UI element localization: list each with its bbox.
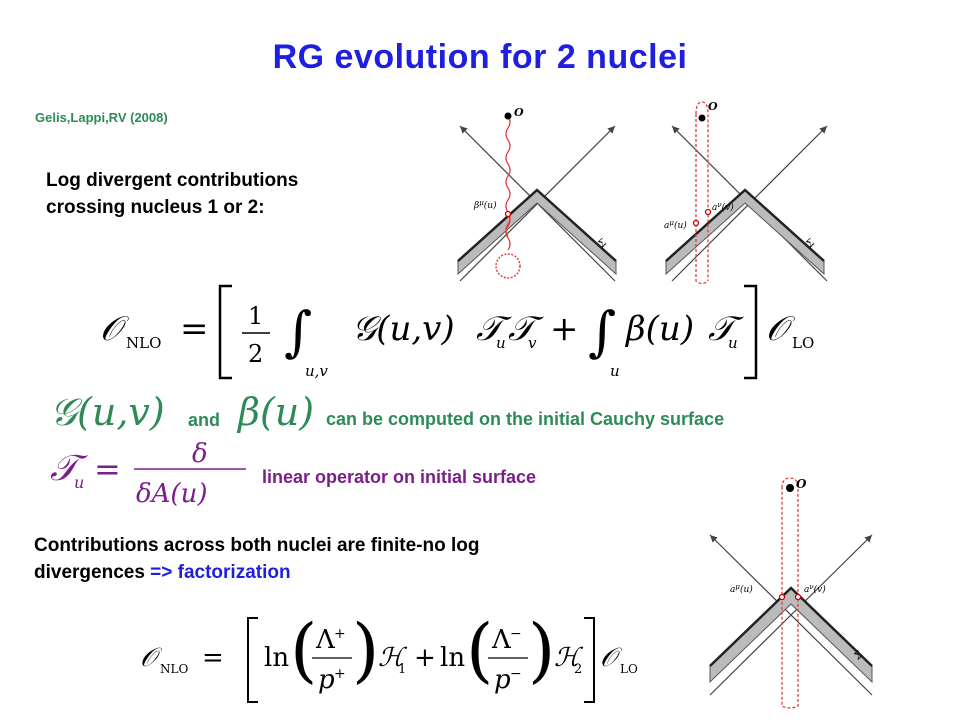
factorization-text: => factorization (150, 562, 291, 583)
surface-vertex-u (692, 219, 700, 227)
diagram-a-loop: O aν(v) aμ(u) Σ (664, 100, 828, 285)
eq1-lhs: 𝒪 (100, 309, 129, 349)
diagram-beta-loop: O βμ(u) Σ (457, 106, 617, 282)
surface-vertex-v (704, 208, 712, 216)
Tu-definition: 𝒯 u = δ δA(u) (50, 439, 246, 509)
cauchy-surface-shape (665, 189, 825, 276)
cauchy-surface-shape (709, 587, 873, 684)
eq1-Tu2-sub: u (728, 334, 738, 352)
eq2-lhs-sub: NLO (160, 662, 188, 676)
cauchy-surface-edge (709, 586, 873, 667)
label-a-v: aν(v) (804, 583, 826, 595)
Tu-equals: = (94, 450, 121, 488)
eq2-ln-2: ln (440, 643, 465, 673)
cauchy-surface-edge (457, 188, 617, 262)
eq2-rhs-sub: LO (620, 662, 638, 676)
eq2-paren-close-2: ) (528, 612, 555, 691)
eq2-lambda-minus: Λ (491, 625, 512, 655)
eq1-Tu: 𝒯 (476, 309, 512, 349)
beta-symbol: β(u) (238, 390, 315, 434)
label-a-v: aν(v) (712, 201, 734, 213)
eq1-G: 𝒢(u,v) (352, 309, 455, 349)
eq2-p-plus: p (318, 665, 335, 695)
eq2-p-plus-sup: + (334, 666, 346, 682)
eq1-Tv: 𝒯 (508, 309, 544, 349)
eq2-paren-close-1: ) (352, 612, 379, 691)
eq2-bracket-right (584, 617, 595, 703)
Tu-den: δA(u) (136, 479, 207, 509)
finite-line-1: Contributions across both nuclei are fin… (34, 535, 480, 556)
label-a-u: aμ(u) (664, 219, 687, 231)
eq2-H2-sub: 2 (574, 662, 582, 677)
eq1-plus: + (550, 309, 579, 349)
and-label: and (188, 410, 221, 430)
eq2-paren-open-1: ( (290, 612, 317, 691)
eq1-rhs-sub: LO (792, 334, 814, 352)
Tu-num: δ (192, 439, 208, 469)
diagram-factorization: O aν(v) aμ(u) Σ (709, 477, 873, 709)
surface-vertex-u (778, 593, 786, 601)
Tu-lhs-sub: u (74, 473, 84, 492)
surface-vertex (504, 210, 512, 218)
loop-propagator (781, 477, 799, 709)
operator-vertex (504, 112, 512, 120)
eq1-half-num: 1 (248, 302, 263, 330)
intro-line-2: crossing nucleus 1 or 2: (46, 197, 265, 218)
eq1-beta: β(u) (624, 309, 694, 349)
eq1-Tv-sub: v (528, 334, 537, 352)
eq2-lambda-plus: Λ (315, 625, 336, 655)
propagator-wavy-lower (505, 213, 511, 251)
label-O: O (708, 100, 718, 113)
operator-vertex (698, 114, 706, 122)
eq2-ln-1: ln (264, 643, 289, 673)
G-symbol: 𝒢(u,v) (50, 390, 165, 434)
surface-vertex-v (794, 593, 802, 601)
eq1-bracket-left (218, 284, 232, 380)
eq2-H1: ℋ (378, 643, 408, 673)
eq1-Tu-sub: u (496, 334, 506, 352)
reference-citation: Gelis,Lappi,RV (2008) (35, 110, 168, 125)
label-beta: βμ(u) (473, 199, 497, 211)
lightcone-line-left (709, 534, 873, 696)
equation-nlo-log: 𝒪 NLO = 1 2 ∫ u,v 𝒢(u,v) 𝒯 u 𝒯 v + ∫ u β… (100, 284, 814, 380)
linear-operator-text: linear operator on initial surface (262, 467, 537, 487)
finite-text: Contributions across both nuclei are fin… (34, 532, 479, 586)
eq1-half-den: 2 (248, 340, 263, 368)
eq1-Tu2: 𝒯 (708, 309, 744, 349)
eq1-bracket-right (744, 284, 758, 380)
label-O: O (514, 106, 524, 119)
loop-propagator-right (695, 101, 709, 281)
cauchy-surface-edge (665, 188, 825, 262)
eq1-rhs: 𝒪 (766, 309, 795, 349)
operator-vertex (786, 484, 794, 492)
cauchy-text: can be computed on the initial Cauchy su… (326, 409, 725, 429)
eq1-int1-sub: u,v (305, 362, 328, 380)
eq2-paren-open-2: ( (466, 612, 493, 691)
eq2-plus: + (414, 643, 436, 673)
eq1-integral-1: ∫ (284, 300, 312, 363)
eq2-H1-sub: 1 (398, 662, 406, 677)
eq1-integral-2: ∫ (588, 300, 616, 363)
intro-text: Log divergent contributions crossing nuc… (46, 167, 298, 221)
eq1-lhs-sub: NLO (126, 334, 161, 352)
label-O: O (796, 477, 807, 491)
finite-line-2: divergences => factorization (34, 559, 479, 586)
eq2-p-minus-sup: − (510, 666, 522, 682)
finite-line-2-black: divergences (34, 562, 151, 583)
eq2-H2: ℋ (554, 643, 584, 673)
loop-propagator-left (695, 114, 709, 285)
eq2-lambda-minus-sup: − (510, 626, 522, 642)
eq2-equals: = (202, 643, 224, 673)
eq2-bracket-left (247, 617, 258, 703)
tadpole-loop (495, 253, 521, 279)
eq1-equals: = (180, 309, 209, 349)
label-a-u: aμ(u) (730, 583, 753, 595)
slide-title: RG evolution for 2 nuclei (272, 38, 688, 76)
equation-nlo-factorization: 𝒪 NLO = ln ( Λ + p + ) ℋ 1 + ln ( Λ − p … (140, 612, 638, 703)
eq1-int2-sub: u (610, 362, 620, 380)
eq2-p-minus: p (494, 665, 511, 695)
eq2-lambda-plus-sup: + (334, 626, 346, 642)
intro-line-1: Log divergent contributions (46, 170, 299, 191)
